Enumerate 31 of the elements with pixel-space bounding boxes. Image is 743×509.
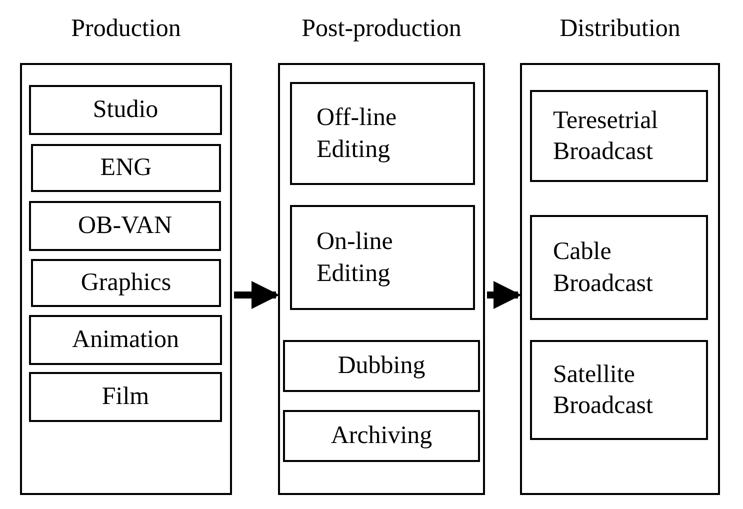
process-box: [31, 259, 221, 307]
box-label: Teresetrial Broadcast: [553, 106, 660, 167]
box-label: Satellite Broadcast: [553, 360, 654, 421]
process-box: [530, 340, 708, 440]
process-box: [283, 410, 480, 462]
box-label: Dubbing: [338, 351, 426, 382]
arrow: [487, 281, 522, 309]
stage-heading: Production: [71, 14, 181, 44]
box-label: Studio: [92, 95, 158, 126]
process-box: [29, 85, 222, 135]
process-box: [530, 215, 708, 320]
process-box: [283, 340, 480, 392]
box-label: ENG: [100, 153, 152, 184]
box-label: Off-line Editing: [316, 103, 398, 164]
process-box: [31, 144, 221, 192]
box-label: Archiving: [330, 421, 432, 452]
process-box: [290, 82, 475, 185]
box-label: OB-VAN: [78, 211, 172, 242]
box-label: Graphics: [80, 268, 172, 298]
stage-heading: Distribution: [560, 14, 680, 44]
box-label: Animation: [72, 325, 179, 356]
process-box: [29, 201, 221, 251]
process-box: [290, 205, 475, 310]
box-label: Cable Broadcast: [553, 237, 654, 298]
box-label: On-line Editing: [316, 227, 394, 288]
arrow: [234, 281, 280, 309]
process-box: [530, 90, 708, 182]
process-box: [29, 315, 222, 365]
process-box: [29, 372, 222, 422]
stage-heading: Post-production: [302, 14, 462, 44]
box-label: Film: [102, 382, 150, 412]
